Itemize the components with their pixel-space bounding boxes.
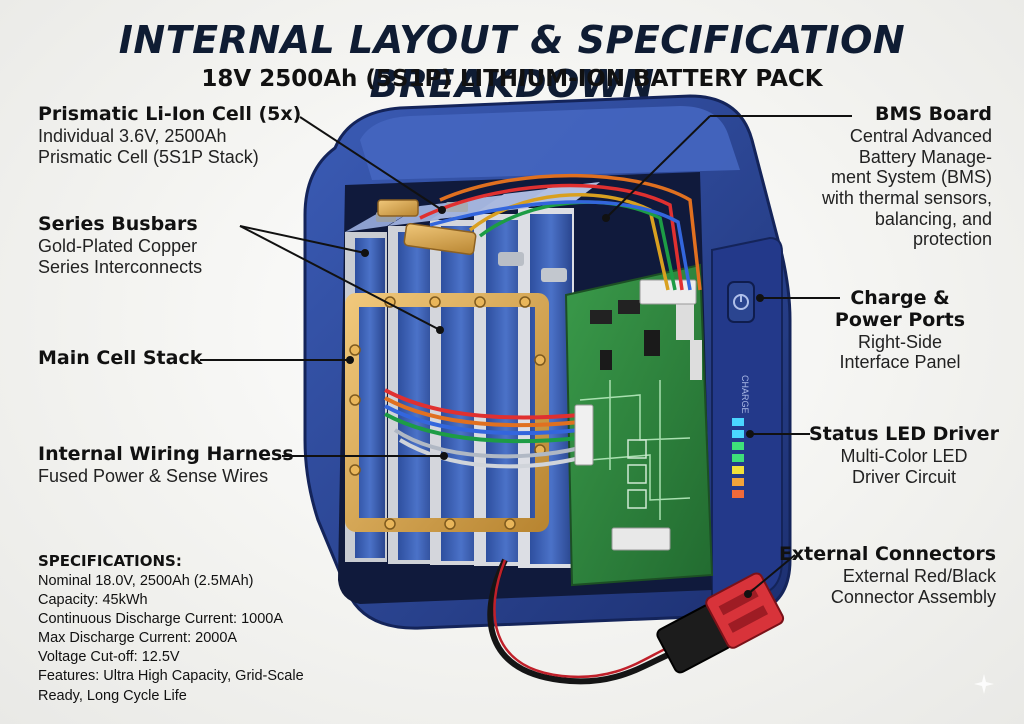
connector-assembly bbox=[656, 572, 785, 674]
callout-cell-line2: Prismatic Cell (5S1P Stack) bbox=[38, 146, 259, 167]
callout-ports-line1: Right-Side bbox=[857, 331, 943, 352]
callout-status-led: Status LED Driver Multi-Color LED Driver… bbox=[806, 423, 1002, 487]
leader-lines bbox=[200, 115, 852, 595]
sparkle-icon bbox=[974, 674, 994, 694]
callout-ports-heading2: Power Ports bbox=[834, 308, 966, 331]
callout-external-connectors: External Connectors External Red/Black C… bbox=[778, 543, 996, 607]
housing-top bbox=[360, 106, 740, 180]
busbar-left bbox=[377, 199, 419, 217]
callout-led-heading: Status LED Driver bbox=[809, 423, 999, 445]
callout-connectors-line1: External Red/Black bbox=[842, 565, 996, 586]
spec-line: Ready, Long Cycle Life bbox=[38, 687, 187, 704]
callout-harness-line1: Fused Power & Sense Wires bbox=[38, 465, 269, 486]
callout-series-busbars: Series Busbars Gold-Plated Copper Series… bbox=[38, 213, 203, 277]
callout-charge-ports: Charge & Power Ports Right-Side Interfac… bbox=[810, 287, 990, 373]
wiring-harness bbox=[384, 388, 581, 469]
callout-led-line1: Multi-Color LED bbox=[840, 445, 968, 466]
charge-port-label: CHARGE bbox=[740, 375, 750, 414]
charge-port-panel bbox=[727, 281, 755, 323]
callout-busbars-heading: Series Busbars bbox=[38, 213, 198, 235]
callout-main-cell-stack: Main Cell Stack bbox=[38, 347, 203, 370]
callout-cell-heading: Prismatic Li-Ion Cell (5x) bbox=[38, 103, 302, 125]
callout-led-line2: Driver Circuit bbox=[851, 466, 956, 487]
frame-bolts bbox=[349, 296, 546, 530]
callout-bms-line3: ment System (BMS) bbox=[830, 167, 992, 188]
callout-busbars-line2: Series Interconnects bbox=[38, 256, 203, 277]
busbars bbox=[377, 199, 477, 255]
callout-bms-line5: balancing, and bbox=[874, 208, 992, 229]
cell-stack bbox=[345, 182, 600, 568]
spec-line: Nominal 18.0V, 2500Ah (2.5MAh) bbox=[38, 572, 254, 589]
callout-stack-heading: Main Cell Stack bbox=[38, 347, 203, 369]
page-title: INTERNAL LAYOUT & SPECIFICATION BREAKDOW… bbox=[118, 18, 906, 106]
spec-line: Voltage Cut-off: 12.5V bbox=[38, 649, 180, 666]
callout-bms-line2: Battery Manage- bbox=[858, 146, 992, 167]
external-cable bbox=[487, 558, 681, 685]
callout-wiring-harness: Internal Wiring Harness Fused Power & Se… bbox=[38, 443, 294, 487]
leader-dots bbox=[346, 206, 764, 598]
status-leds bbox=[732, 418, 744, 498]
callout-bms-heading: BMS Board bbox=[874, 103, 992, 125]
bms-board bbox=[564, 263, 714, 587]
cell-2-wrap bbox=[398, 232, 436, 560]
top-wires bbox=[419, 173, 702, 291]
spec-line: Capacity: 45kWh bbox=[38, 591, 148, 608]
callout-prismatic-cell: Prismatic Li-Ion Cell (5x) Individual 3.… bbox=[38, 103, 302, 167]
callout-connectors-heading: External Connectors bbox=[778, 543, 996, 565]
spec-line: Continuous Discharge Current: 1000A bbox=[38, 611, 284, 628]
busbar-top bbox=[403, 223, 477, 255]
callout-busbars-line1: Gold-Plated Copper bbox=[38, 235, 198, 256]
callout-cell-line1: Individual 3.6V, 2500Ah bbox=[38, 125, 227, 146]
callout-ports-heading1: Charge & bbox=[850, 287, 950, 309]
callout-harness-heading: Internal Wiring Harness bbox=[38, 443, 294, 465]
specs-heading: SPECIFICATIONS: bbox=[38, 552, 182, 570]
spec-line: Max Discharge Current: 2000A bbox=[38, 630, 238, 647]
callout-ports-line2: Interface Panel bbox=[839, 352, 961, 373]
page-subtitle: 18V 2500Ah (5S1P) LITHIUM-ION BATTERY PA… bbox=[201, 66, 823, 92]
callout-bms-board: BMS Board Central Advanced Battery Manag… bbox=[821, 103, 992, 250]
callout-connectors-line2: Connector Assembly bbox=[830, 586, 996, 607]
specifications-block: SPECIFICATIONS: Nominal 18.0V, 2500Ah (2… bbox=[38, 552, 368, 706]
callout-bms-line6: protection bbox=[912, 229, 992, 250]
callout-bms-line4: with thermal sensors, bbox=[821, 187, 992, 208]
callout-bms-line1: Central Advanced bbox=[849, 125, 992, 146]
spec-line: Features: Ultra High Capacity, Grid-Scal… bbox=[38, 668, 304, 685]
